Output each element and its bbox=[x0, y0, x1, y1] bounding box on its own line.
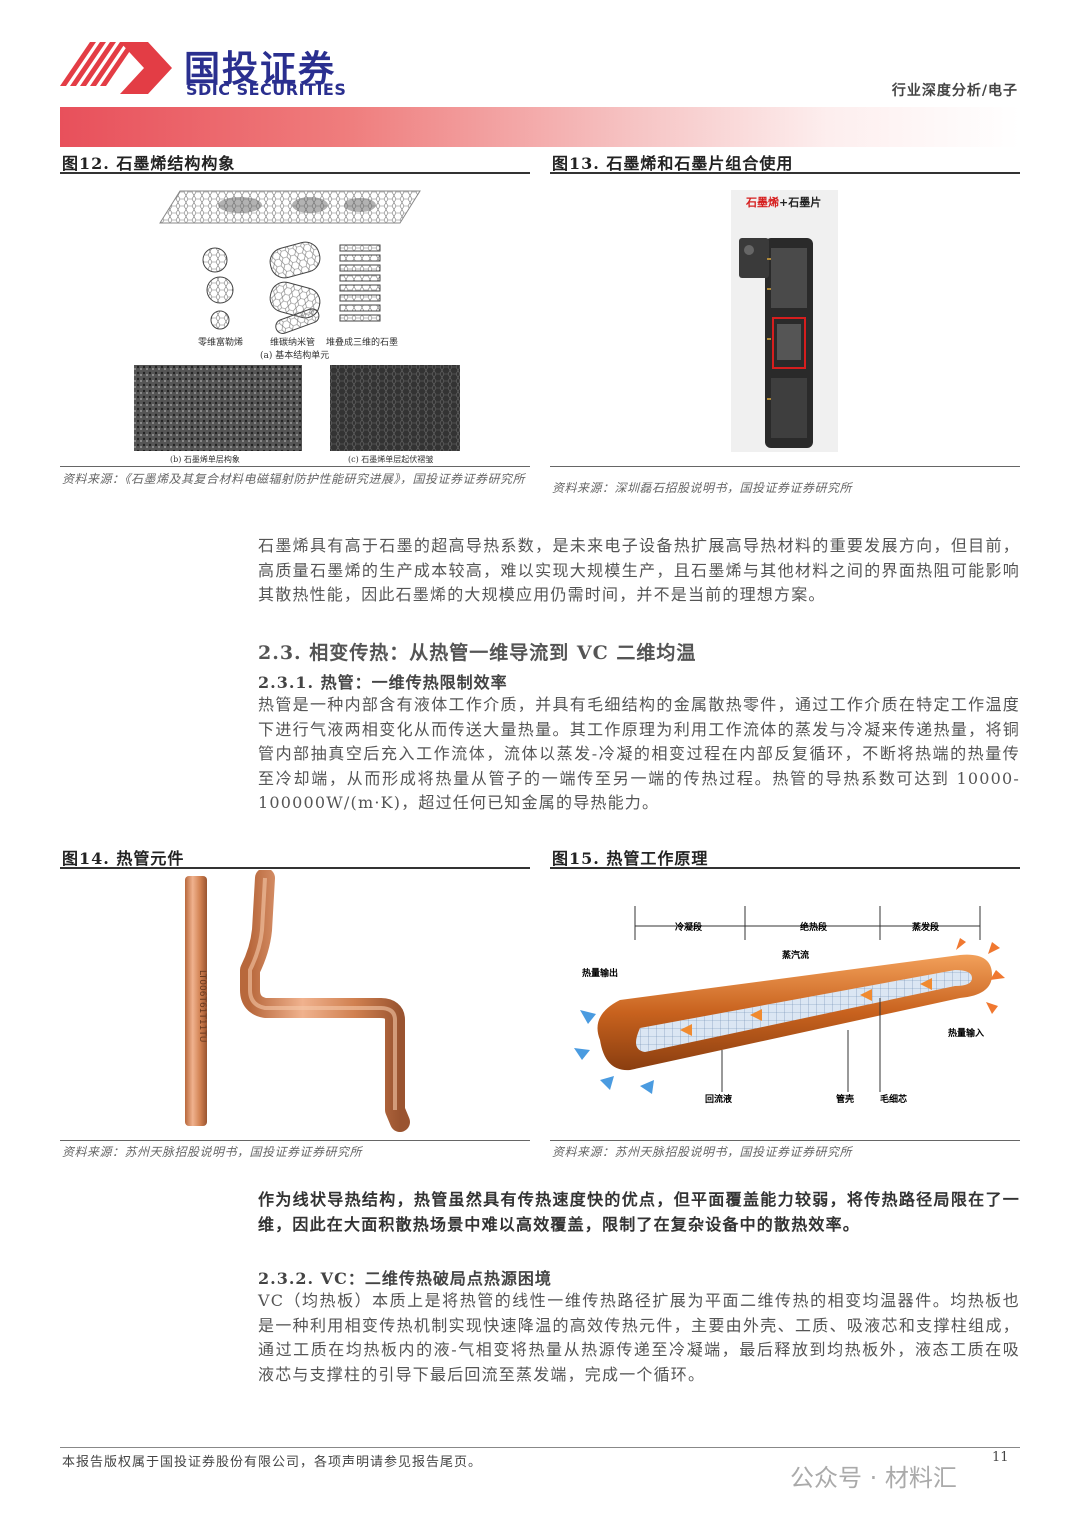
fig15-label-evaporate: 蒸发段 bbox=[912, 921, 940, 933]
fig15-label-vapor: 蒸汽流 bbox=[782, 949, 809, 961]
section-2-3-2-heading: 2.3.2. VC：二维传热破局点热源困境 bbox=[258, 1269, 552, 1288]
fig14-bottom-rule bbox=[60, 1140, 530, 1141]
fig15-source: 资料来源：苏州天脉招股说明书，国投证券证券研究所 bbox=[552, 1145, 853, 1159]
footer-copyright: 本报告版权属于国投证券股份有限公司，各项声明请参见报告尾页。 bbox=[62, 1455, 483, 1470]
logo-chinese-name: 国投证券 bbox=[184, 49, 337, 90]
fig14-caption: 图14. 热管元件 bbox=[62, 849, 185, 868]
section-2-3-heading: 2.3. 相变传热：从热管一维导流到 VC 二维均温 bbox=[258, 642, 697, 664]
fig15-top-rule bbox=[550, 867, 1020, 869]
fig12-label-panel-b: (b) 石墨烯单层构象 bbox=[170, 454, 240, 464]
fig15-bottom-rule bbox=[550, 1140, 1020, 1141]
fig12-label-3d: 堆叠成三维的石墨 bbox=[326, 336, 398, 348]
paragraph-graphene: 石墨烯具有高于石墨的超高导热系数，是未来电子设备热扩展高导热材料的重要发展方向，… bbox=[258, 536, 1020, 604]
fig12-caption: 图12. 石墨烯结构构象 bbox=[62, 154, 236, 173]
paragraph-heat-pipe-limitation: 作为线状导热结构，热管虽然具有传热速度快的优点，但平面覆盖能力较弱，将传热路径局… bbox=[258, 1190, 1020, 1234]
paragraph-heat-pipe: 热管是一种内部含有液体工作介质，并具有毛细结构的金属散热零件，通过工作介质在特定… bbox=[258, 695, 1020, 812]
fig13-caption: 图13. 石墨烯和石墨片组合使用 bbox=[552, 154, 794, 173]
fig15-label-heat-out: 热量输出 bbox=[582, 967, 618, 979]
fig12-bottom-rule bbox=[60, 466, 530, 467]
fig14-source: 资料来源：苏州天脉招股说明书，国投证券证券研究所 bbox=[62, 1145, 363, 1159]
fig15-label-adiabatic: 绝热段 bbox=[800, 921, 828, 933]
paragraph-vc: VC（均热板）本质上是将热管的线性一维传热路径扩展为平面二维传热的相变均温器件。… bbox=[258, 1291, 1020, 1384]
logo-english-name: SDIC SECURITIES bbox=[186, 80, 347, 99]
fig13-phone-board-image bbox=[739, 238, 813, 448]
footer-rule bbox=[60, 1447, 1020, 1448]
fig13-label-graphite: +石墨片 bbox=[779, 196, 822, 209]
fig15-caption: 图15. 热管工作原理 bbox=[552, 849, 709, 868]
fig15-heat-pipe-diagram: 冷凝段 绝热段 蒸发段 蒸汽流 热量输出 热量输入 回流液 管壳 毛细芯 bbox=[574, 906, 1005, 1105]
watermark: 公众号 · 材料汇 bbox=[790, 1464, 957, 1492]
fig15-label-return: 回流液 bbox=[705, 1093, 733, 1105]
report-category: 行业深度分析/电子 bbox=[891, 83, 1018, 99]
fig12-top-rule bbox=[60, 172, 530, 174]
header-banner bbox=[60, 107, 1020, 147]
fig12-label-0d: 零维富勒烯 bbox=[198, 336, 243, 348]
section-2-3-1-heading: 2.3.1. 热管：一维传热限制效率 bbox=[258, 673, 508, 692]
fig15-label-wick: 毛细芯 bbox=[880, 1093, 907, 1105]
fig12-source: 资料来源：《石墨烯及其复合材料电磁辐射防护性能研究进展》，国投证券证券研究所 bbox=[62, 472, 526, 486]
fig15-label-heat-in: 热量输入 bbox=[948, 1027, 984, 1039]
fig13-image-label: 石墨烯+石墨片 bbox=[746, 194, 821, 210]
fig12-label-panel-c: (c) 石墨烯单层起伏褶皱 bbox=[348, 454, 433, 464]
fig15-label-condense: 冷凝段 bbox=[675, 921, 703, 933]
fig12-graphene-image: 零维富勒烯 维碳纳米管 堆叠成三维的石墨 (a) 基本结构单元 (b) 石墨烯单… bbox=[134, 190, 460, 464]
fig15-label-shell: 管壳 bbox=[836, 1093, 854, 1105]
fig14-heat-pipe-image: LT006T61T11TU bbox=[185, 870, 410, 1132]
page-number: 11 bbox=[992, 1450, 1009, 1465]
svg-text:LT006T61T11TU: LT006T61T11TU bbox=[197, 970, 207, 1042]
fig13-bottom-rule bbox=[550, 466, 1020, 467]
fig14-top-rule bbox=[60, 867, 530, 869]
fig13-source: 资料来源：深圳磊石招股说明书，国投证券证券研究所 bbox=[552, 481, 853, 495]
logo-mark bbox=[60, 42, 172, 94]
fig12-label-1d: 维碳纳米管 bbox=[270, 336, 315, 348]
fig12-label-panel-a: (a) 基本结构单元 bbox=[260, 349, 329, 361]
fig13-top-rule bbox=[550, 172, 1020, 174]
fig13-label-graphene: 石墨烯 bbox=[746, 196, 779, 209]
